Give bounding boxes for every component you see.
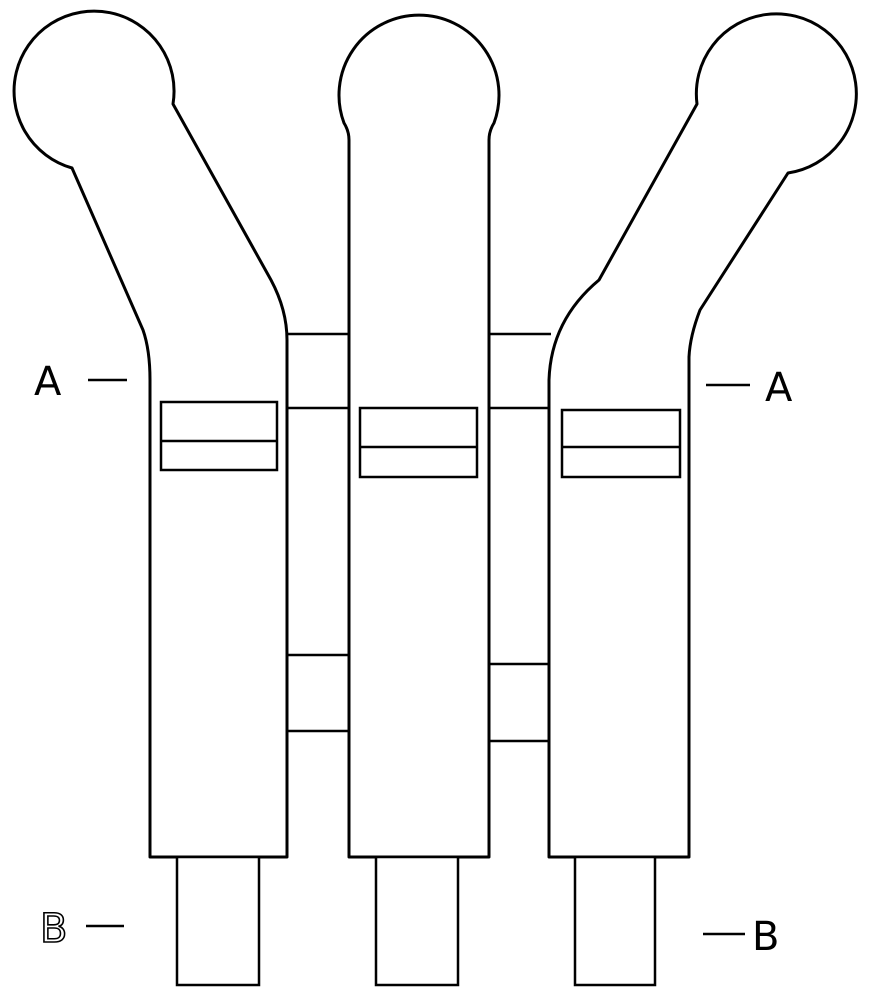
callout-a-right: A xyxy=(706,365,793,411)
upper-connector-left xyxy=(285,334,349,408)
callout-a-left: A xyxy=(34,359,127,405)
callout-b-right-label: B xyxy=(752,914,779,960)
right-arm-window xyxy=(562,410,680,477)
callout-b-left: B xyxy=(40,906,124,952)
lower-connector-left xyxy=(287,655,349,731)
left-arm-tip xyxy=(177,857,259,985)
left-arm-window xyxy=(161,402,277,470)
upper-connector-right xyxy=(489,334,551,408)
right-arm xyxy=(549,14,856,985)
middle-arm xyxy=(339,15,499,985)
left-arm xyxy=(14,11,287,985)
lower-connector-right xyxy=(489,664,549,741)
callout-b-right: B xyxy=(703,914,779,960)
callout-a-left-label: A xyxy=(34,359,62,405)
callout-a-right-label: A xyxy=(765,365,793,411)
middle-arm-tip xyxy=(376,857,458,985)
middle-arm-window xyxy=(360,408,477,477)
callout-b-left-label: B xyxy=(40,906,67,952)
right-arm-tip xyxy=(575,857,655,985)
